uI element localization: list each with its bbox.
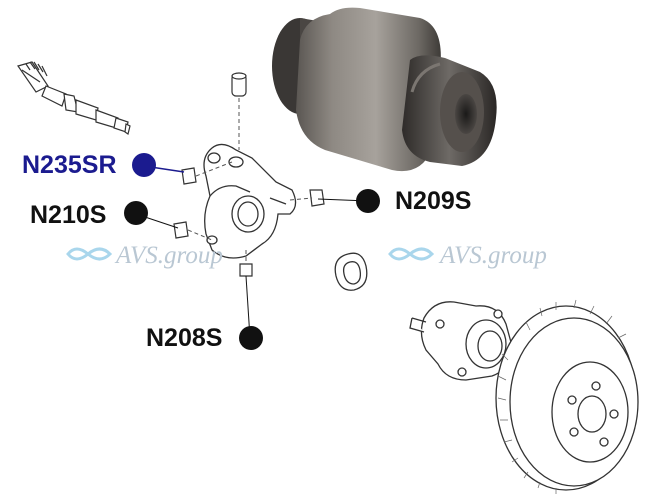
tie-rod-drawing bbox=[17, 61, 131, 135]
callout-n235sr-label: N235SR bbox=[22, 151, 117, 179]
callout-n210s-label: N210S bbox=[30, 201, 107, 229]
brake-disc-drawing bbox=[495, 299, 639, 494]
watermark-right: AVS.group bbox=[440, 242, 547, 269]
small-parts bbox=[173, 72, 325, 277]
n209s-dot bbox=[356, 189, 380, 213]
dashed-leader-lines bbox=[187, 98, 313, 264]
infinity-icon-right bbox=[388, 247, 435, 261]
n235sr-dot bbox=[132, 153, 156, 177]
hub-drawing bbox=[409, 301, 513, 381]
seal-ring-drawing bbox=[334, 252, 368, 291]
watermark-left: AVS.group bbox=[116, 242, 223, 269]
callout-n208s-label: N208S bbox=[146, 324, 223, 352]
n210s-dot bbox=[124, 201, 148, 225]
callout-n209s-label: N209S bbox=[395, 187, 472, 215]
bushing-photo bbox=[272, 7, 497, 172]
infinity-icon-left bbox=[66, 247, 113, 261]
callout-markers bbox=[124, 153, 380, 350]
n208s-dot bbox=[239, 326, 263, 350]
knuckle-drawing bbox=[203, 143, 297, 259]
